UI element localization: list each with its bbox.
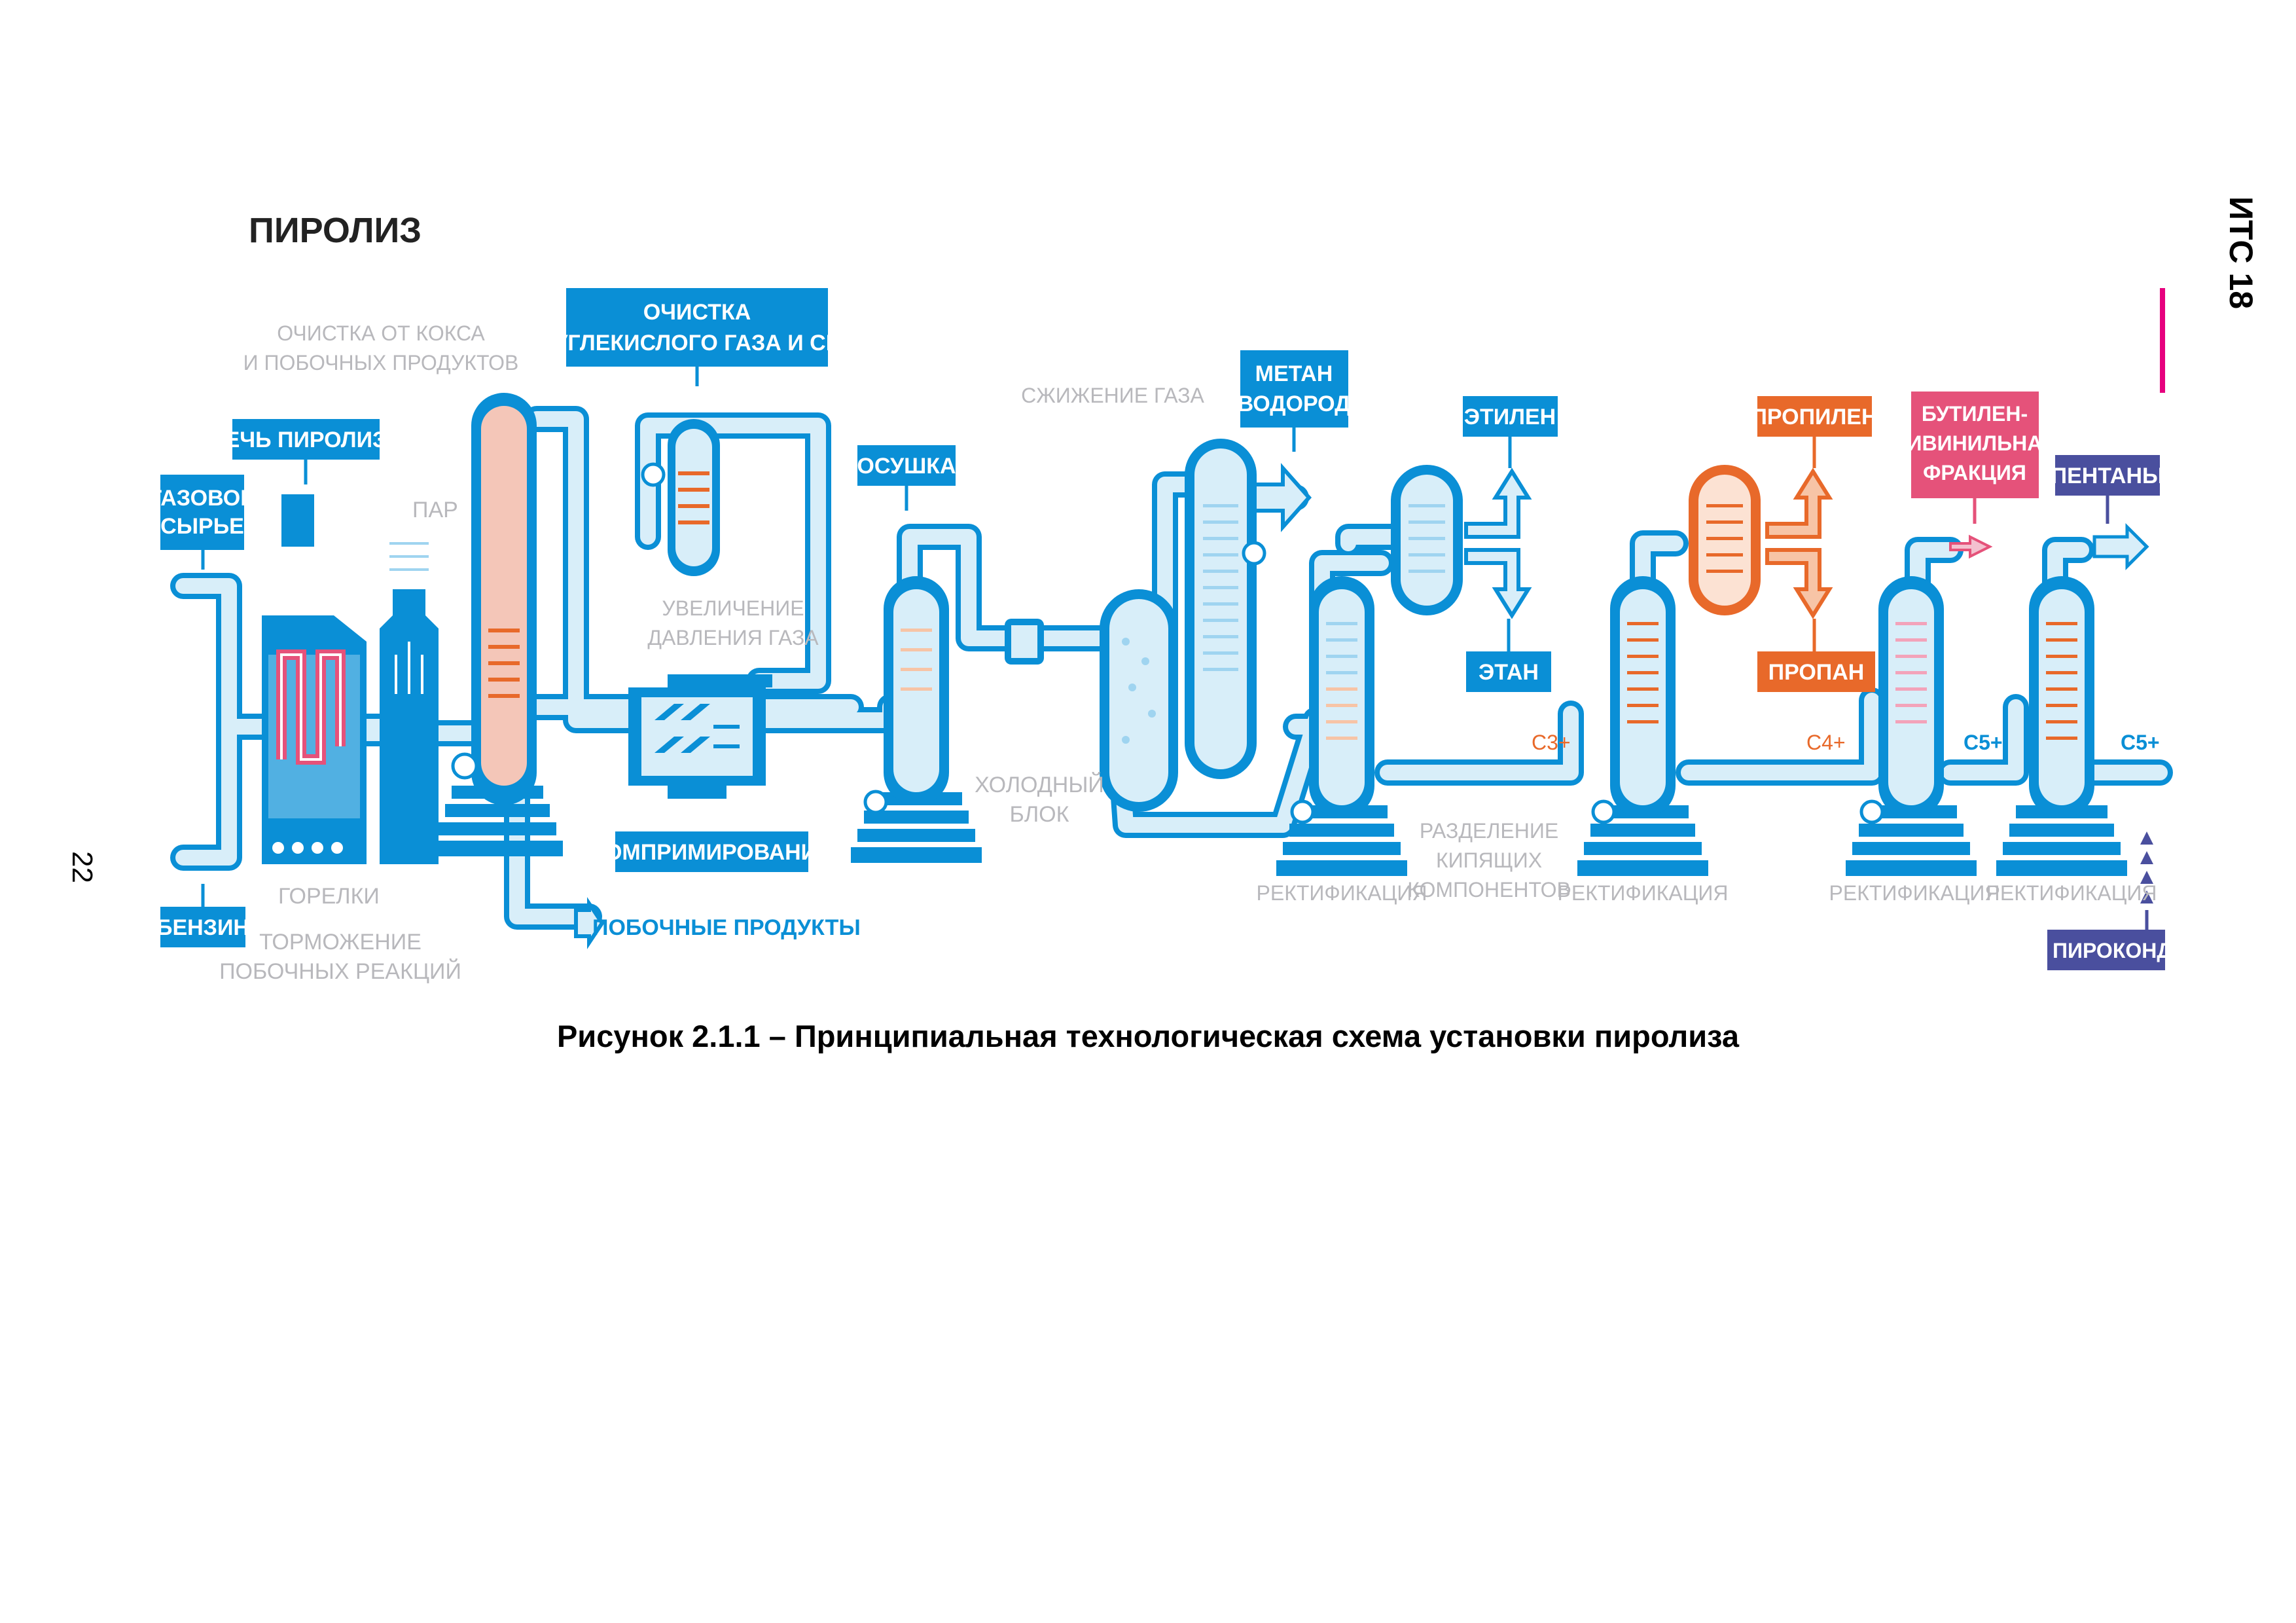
- svg-text:ВОДОРОД: ВОДОРОД: [1238, 392, 1351, 416]
- label-compression: КОМПРИМИРОВАНИЕ: [591, 831, 832, 872]
- dryer-column: [851, 576, 982, 863]
- output-arrows: [574, 463, 2149, 949]
- svg-text:КИПЯЩИХ: КИПЯЩИХ: [1436, 848, 1542, 872]
- figure-caption: Рисунок 2.1.1 – Принципиальная технологи…: [556, 1019, 1740, 1053]
- svg-text:ПОБОЧНЫХ РЕАКЦИЙ: ПОБОЧНЫХ РЕАКЦИЙ: [219, 959, 461, 984]
- svg-text:ПЕЧЬ ПИРОЛИЗА: ПЕЧЬ ПИРОЛИЗА: [209, 428, 403, 452]
- svg-text:ПИРОКОНДЕН: ПИРОКОНДЕН: [2053, 939, 2201, 962]
- rectification-column-1: [1276, 576, 1407, 876]
- pyrolysis-flow-diagram: ПИРОЛИЗ: [149, 211, 2201, 984]
- svg-text:ГОРЕЛКИ: ГОРЕЛКИ: [278, 884, 380, 909]
- rectification-column-3: [1846, 576, 1977, 876]
- svg-text:КОМПОНЕНТОВ: КОМПОНЕНТОВ: [1407, 878, 1571, 902]
- document-code: ИТС 18: [2223, 196, 2259, 310]
- label-furnace: ПЕЧЬ ПИРОЛИЗА: [209, 419, 403, 484]
- svg-text:ФРАКЦИЯ: ФРАКЦИЯ: [1923, 461, 2026, 484]
- svg-text:C3+: C3+: [1532, 731, 1571, 754]
- svg-text:C4+: C4+: [1806, 731, 1846, 754]
- coke-removal-column: [432, 393, 563, 856]
- rectification-column-2: [1577, 576, 1708, 876]
- svg-text:ЭТИЛЕН: ЭТИЛЕН: [1464, 405, 1556, 429]
- svg-text:C5+: C5+: [2121, 731, 2160, 754]
- svg-text:РЕКТИФИКАЦИЯ: РЕКТИФИКАЦИЯ: [1829, 881, 2000, 905]
- svg-text:РЕКТИФИКАЦИЯ: РЕКТИФИКАЦИЯ: [1257, 881, 1427, 905]
- svg-text:ОСУШКА: ОСУШКА: [857, 454, 956, 479]
- color-stripe: [2160, 288, 2165, 393]
- propylene-splitter-drum: [1689, 465, 1761, 615]
- svg-text:ЭТАН: ЭТАН: [1479, 660, 1539, 685]
- acid-gas-absorber: [641, 419, 720, 576]
- svg-text:БЛОК: БЛОК: [1010, 802, 1069, 827]
- svg-text:ПРОПАН: ПРОПАН: [1768, 660, 1865, 685]
- svg-text:СЖИЖЕНИЕ ГАЗА: СЖИЖЕНИЕ ГАЗА: [1021, 384, 1204, 407]
- svg-text:ОЧИСТКА ОТ КОКСА: ОЧИСТКА ОТ КОКСА: [277, 321, 485, 345]
- label-pentanes: ПЕНТАНЫ: [2051, 455, 2164, 524]
- steam-quench-vessel: [380, 542, 439, 864]
- svg-text:БЕНЗИН: БЕНЗИН: [156, 915, 249, 940]
- label-ethylene: ЭТИЛЕН: [1463, 396, 1558, 468]
- svg-text:ПРОПИЛЕН: ПРОПИЛЕН: [1751, 405, 1877, 429]
- svg-text:ТОРМОЖЕНИЕ: ТОРМОЖЕНИЕ: [259, 930, 422, 955]
- svg-text:РЕКТИФИКАЦИЯ: РЕКТИФИКАЦИЯ: [1558, 881, 1729, 905]
- svg-text:ОЧИСТКА: ОЧИСТКА: [643, 300, 751, 325]
- svg-text:ДАВЛЕНИЯ ГАЗА: ДАВЛЕНИЯ ГАЗА: [647, 626, 819, 649]
- svg-text:ПЕНТАНЫ: ПЕНТАНЫ: [2051, 464, 2164, 488]
- pyrocondensate-arrow: [2140, 831, 2153, 903]
- rectification-column-4: [1996, 576, 2127, 876]
- svg-text:ПАР: ПАР: [412, 498, 458, 522]
- label-pyrocondensate: ПИРОКОНДЕН: [2047, 910, 2201, 970]
- svg-text:УВЕЛИЧЕНИЕ: УВЕЛИЧЕНИЕ: [662, 596, 804, 620]
- svg-text:ГАЗОВОЕ: ГАЗОВОЕ: [149, 486, 255, 511]
- label-ethane: ЭТАН: [1466, 619, 1551, 692]
- label-petrol: БЕНЗИН: [156, 884, 249, 947]
- label-propane: ПРОПАН: [1757, 619, 1875, 692]
- label-butylene-fraction: БУТИЛЕН- ДИВИНИЛЬНАЯ ФРАКЦИЯ: [1892, 392, 2058, 524]
- svg-text:C5+: C5+: [1964, 731, 2003, 754]
- label-methane-hydrogen: МЕТАН ВОДОРОД: [1238, 350, 1351, 452]
- svg-text:БУТИЛЕН-: БУТИЛЕН-: [1922, 402, 2028, 426]
- svg-text:КОМПРИМИРОВАНИЕ: КОМПРИМИРОВАНИЕ: [591, 840, 832, 865]
- svg-text:ОТ УГЛЕКИСЛОГО ГАЗА И СЕРЫ: ОТ УГЛЕКИСЛОГО ГАЗА И СЕРЫ: [517, 331, 878, 356]
- svg-text:СЫРЬЕ: СЫРЬЕ: [160, 514, 244, 539]
- svg-text:И ПОБОЧНЫХ ПРОДУКТОВ: И ПОБОЧНЫХ ПРОДУКТОВ: [243, 351, 519, 374]
- ethylene-splitter-drum: [1391, 465, 1463, 615]
- gray-annotations: ПАР ГОРЕЛКИ ТОРМОЖЕНИЕ ПОБОЧНЫХ РЕАКЦИЙ …: [219, 321, 2157, 984]
- svg-text:РАЗДЕЛЕНИЕ: РАЗДЕЛЕНИЕ: [1420, 819, 1558, 843]
- diagram-title: ПИРОЛИЗ: [249, 211, 422, 250]
- label-co2-removal: ОЧИСТКА ОТ УГЛЕКИСЛОГО ГАЗА И СЕРЫ: [517, 288, 878, 386]
- compressor: [628, 674, 772, 799]
- svg-text:ХОЛОДНЫЙ: ХОЛОДНЫЙ: [975, 773, 1104, 797]
- label-gas-feed: ГАЗОВОЕ СЫРЬЕ: [149, 475, 255, 570]
- svg-text:ПОБОЧНЫЕ ПРОДУКТЫ: ПОБОЧНЫЕ ПРОДУКТЫ: [592, 915, 861, 940]
- pyrolysis-furnace: [262, 494, 367, 864]
- svg-text:РЕКТИФИКАЦИЯ: РЕКТИФИКАЦИЯ: [1986, 881, 2157, 905]
- label-drying: ОСУШКА: [857, 445, 956, 511]
- svg-text:ДИВИНИЛЬНАЯ: ДИВИНИЛЬНАЯ: [1892, 431, 2058, 455]
- fraction-labels: ПОБОЧНЫЕ ПРОДУКТЫ C3+ C4+ C5+ C5+: [592, 731, 2160, 940]
- label-propylene: ПРОПИЛЕН: [1751, 396, 1878, 468]
- svg-text:МЕТАН: МЕТАН: [1255, 361, 1333, 386]
- cold-block: [1005, 439, 1266, 812]
